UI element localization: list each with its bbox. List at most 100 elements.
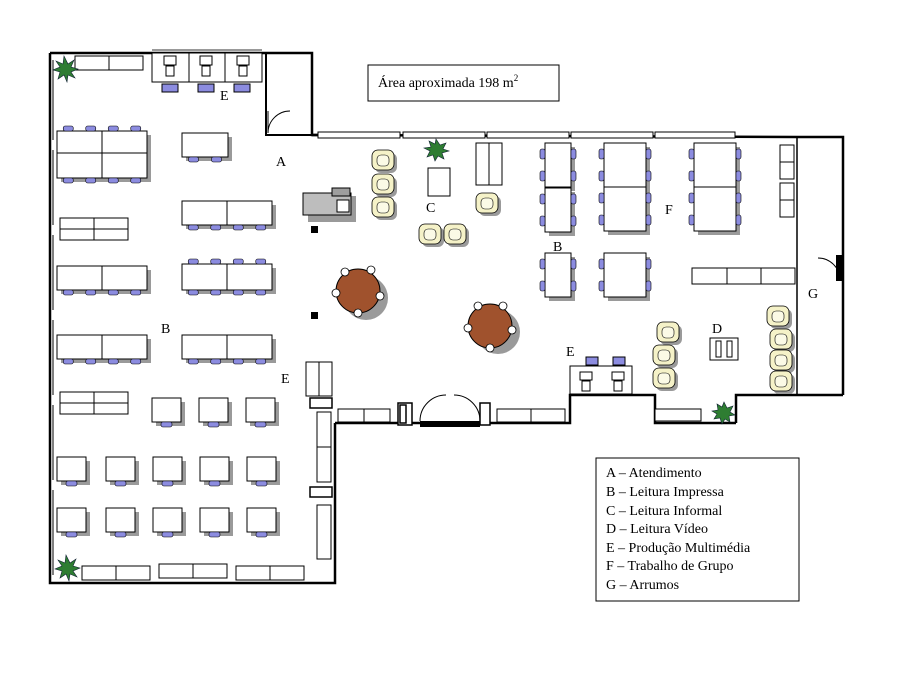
chair bbox=[645, 280, 652, 292]
carrel bbox=[199, 507, 233, 538]
chair bbox=[161, 480, 174, 487]
reading-tables-left bbox=[56, 125, 280, 538]
entrance-threshold bbox=[420, 421, 480, 427]
chair bbox=[130, 125, 142, 132]
chair bbox=[210, 224, 222, 231]
carrel bbox=[246, 507, 280, 538]
legend-item-b: B – Leitura Impressa bbox=[606, 485, 725, 500]
group-tables bbox=[539, 142, 742, 301]
chair bbox=[211, 156, 222, 163]
chair bbox=[107, 177, 119, 184]
chair bbox=[208, 480, 221, 487]
chair bbox=[107, 289, 119, 296]
chair bbox=[254, 421, 267, 428]
chair bbox=[255, 258, 267, 265]
armchair bbox=[769, 328, 795, 352]
carrel bbox=[152, 456, 186, 487]
armchair bbox=[652, 367, 678, 391]
chair bbox=[598, 192, 605, 204]
chair bbox=[539, 170, 546, 182]
chair bbox=[735, 214, 742, 226]
armchair bbox=[769, 349, 795, 373]
chair bbox=[598, 280, 605, 292]
carrel bbox=[199, 456, 233, 487]
chair bbox=[598, 214, 605, 226]
chair bbox=[62, 125, 74, 132]
chair bbox=[160, 421, 173, 428]
chair bbox=[232, 358, 244, 365]
armchair bbox=[769, 370, 795, 394]
zone-g-label: G bbox=[808, 287, 818, 302]
chair bbox=[207, 421, 220, 428]
chair bbox=[645, 170, 652, 182]
chair bbox=[539, 258, 546, 270]
chair bbox=[232, 289, 244, 296]
table bbox=[181, 132, 232, 163]
chair bbox=[210, 289, 222, 296]
chair bbox=[735, 192, 742, 204]
chair bbox=[735, 148, 742, 160]
carrel bbox=[246, 456, 280, 487]
zone-b-label-right: B bbox=[553, 240, 562, 255]
pillars bbox=[309, 397, 333, 498]
chair bbox=[645, 214, 652, 226]
service-counter bbox=[302, 187, 356, 222]
chair bbox=[570, 280, 577, 292]
chair bbox=[130, 358, 142, 365]
entry-posts bbox=[397, 402, 491, 426]
column-marker bbox=[311, 226, 318, 233]
chair bbox=[232, 224, 244, 231]
armchair bbox=[475, 192, 501, 216]
armchair bbox=[656, 321, 682, 345]
chair bbox=[598, 148, 605, 160]
chair bbox=[539, 193, 546, 205]
chair bbox=[688, 192, 695, 204]
armchair bbox=[443, 223, 469, 247]
carrel bbox=[105, 456, 139, 487]
carrel bbox=[56, 456, 90, 487]
legend-item-c: C – Leitura Informal bbox=[606, 504, 722, 519]
table bbox=[539, 187, 577, 236]
chair bbox=[208, 531, 221, 538]
chair bbox=[570, 148, 577, 160]
round-tables bbox=[331, 265, 520, 354]
chair bbox=[255, 531, 268, 538]
chair bbox=[161, 531, 174, 538]
chair bbox=[570, 215, 577, 227]
zone-e-label-left: E bbox=[281, 372, 290, 387]
zone-labels: A E B E C B F D E G bbox=[161, 89, 818, 387]
chair bbox=[130, 177, 142, 184]
chair bbox=[645, 148, 652, 160]
table bbox=[181, 258, 276, 296]
chair bbox=[645, 192, 652, 204]
table bbox=[688, 142, 742, 235]
chair bbox=[539, 280, 546, 292]
carrel bbox=[198, 397, 232, 428]
zone-e-label-top: E bbox=[220, 89, 229, 104]
zone-c-label: C bbox=[426, 201, 435, 216]
table bbox=[181, 334, 276, 365]
chair bbox=[187, 289, 199, 296]
chair bbox=[210, 258, 222, 265]
chair bbox=[85, 358, 97, 365]
area-box: Área aproximada 198 m2 bbox=[367, 64, 560, 102]
window-strips bbox=[317, 131, 736, 139]
zone-f-label: F bbox=[665, 203, 673, 218]
chair bbox=[114, 480, 127, 487]
zone-e-label-right: E bbox=[566, 345, 575, 360]
armchair bbox=[652, 344, 678, 368]
legend-item-d: D – Leitura Vídeo bbox=[606, 522, 708, 537]
shelves-left bbox=[59, 142, 796, 581]
chair bbox=[688, 148, 695, 160]
chair bbox=[255, 224, 267, 231]
legend-item-f: F – Trabalho de Grupo bbox=[606, 559, 734, 574]
carrel bbox=[151, 397, 185, 428]
armchair bbox=[371, 173, 397, 197]
legend-item-e: E – Produção Multimédia bbox=[606, 541, 751, 556]
table bbox=[539, 252, 577, 301]
table bbox=[181, 200, 276, 231]
video-unit bbox=[709, 337, 739, 361]
table bbox=[56, 125, 151, 157]
